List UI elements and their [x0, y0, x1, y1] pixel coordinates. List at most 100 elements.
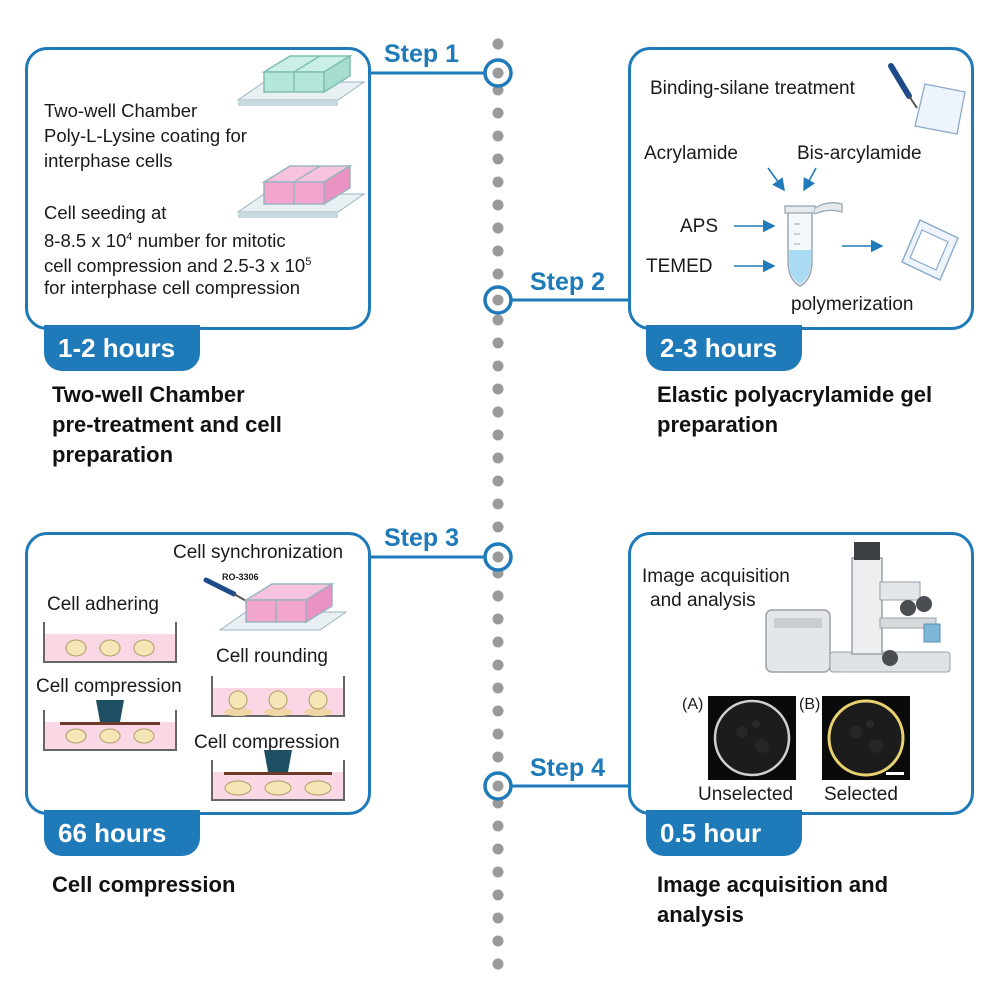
- timeline-dot: [492, 383, 504, 395]
- two-well-chamber-pink-icon: [236, 164, 366, 218]
- timeline-dots: [492, 38, 504, 970]
- step-2-duration-badge: 2-3 hours: [646, 325, 802, 371]
- step-1-marker: [483, 58, 513, 88]
- timeline-dot: [492, 475, 504, 487]
- timeline-dot: [492, 613, 504, 625]
- step-1-duration-badge: 1-2 hours: [44, 325, 200, 371]
- polymerization-label: polymerization: [791, 294, 914, 315]
- bis-acrylamide-arrow: [803, 167, 817, 192]
- timeline-dot: [492, 314, 504, 326]
- two-well-chamber-empty-icon: [236, 54, 366, 106]
- binding-silane-label: Binding-silane treatment: [650, 78, 855, 99]
- timeline-dot: [492, 245, 504, 257]
- step-1-seeding-line-4: for interphase cell compression: [44, 277, 301, 298]
- step-1-seeding-line-2: 8-8.5 x 104 number for mitotic: [44, 225, 286, 253]
- bis-acrylamide-label: Bis-arcylamide: [797, 143, 922, 164]
- step-3-heading-line-1: Cell compression: [52, 872, 236, 897]
- timeline-dot: [492, 958, 504, 970]
- timeline-dot: [492, 843, 504, 855]
- acrylamide-arrow: [767, 167, 785, 192]
- step-4-label: Step 4: [530, 754, 606, 782]
- timeline-dot: [492, 429, 504, 441]
- timeline-dot: [492, 38, 504, 50]
- timeline-dot: [492, 636, 504, 648]
- cell-adhering-dish-icon: [43, 622, 177, 663]
- timeline-dot: [492, 820, 504, 832]
- cell-compression-left-label: Cell compression: [36, 676, 182, 697]
- step-4-panel: [628, 532, 974, 815]
- step-3-label: Step 3: [384, 524, 460, 552]
- timeline-dot: [492, 268, 504, 280]
- timeline-dot: [492, 130, 504, 142]
- step-1-heading-line-3: preparation: [52, 442, 174, 467]
- timeline-dot: [492, 682, 504, 694]
- cell-synchronization-label: Cell synchronization: [173, 542, 344, 563]
- selected-nucleus-image: [822, 696, 910, 780]
- timeline-dot: [492, 360, 504, 372]
- timeline-dot: [492, 222, 504, 234]
- timeline-dot: [492, 590, 504, 602]
- timeline-dot: [492, 337, 504, 349]
- timeline-dot: [492, 498, 504, 510]
- seeding-exponent-mitotic: 4: [126, 231, 133, 243]
- step-2-marker: [483, 285, 513, 315]
- timeline-dot: [492, 452, 504, 464]
- step-2-heading-line-1: Elastic polyacrylamide gel: [657, 382, 933, 407]
- cell-compression-right-dish-icon: [211, 750, 345, 801]
- acrylamide-label: Acrylamide: [644, 143, 738, 164]
- step-3-marker: [483, 542, 513, 572]
- step-1-heading-line-1: Two-well Chamber: [52, 382, 245, 407]
- seeding-number-mitotic-rest: number for mitotic: [132, 230, 286, 252]
- unselected-label: Unselected: [698, 784, 794, 805]
- timeline-dot: [492, 107, 504, 119]
- timeline-dot: [492, 866, 504, 878]
- timeline-dot: [492, 176, 504, 188]
- cell-rounding-label: Cell rounding: [216, 646, 328, 667]
- aps-label: APS: [680, 216, 719, 237]
- eppendorf-tube-icon: [784, 202, 843, 287]
- timeline-dot: [492, 199, 504, 211]
- gel-square-icon: [901, 219, 959, 281]
- cell-compression-left-dish-icon: [43, 700, 177, 751]
- scale-bar: [886, 772, 904, 775]
- cell-adhering-label: Cell adhering: [47, 594, 159, 615]
- microscope-icon: [765, 542, 951, 673]
- timeline-dot: [492, 728, 504, 740]
- step-2-label: Step 2: [530, 268, 606, 296]
- unselected-nucleus-image: [708, 696, 796, 780]
- synchronization-chamber-icon: [203, 577, 348, 631]
- ro-3306-label: RO-3306: [222, 572, 259, 582]
- timeline-dot: [492, 751, 504, 763]
- image-b-label: (B): [799, 696, 821, 713]
- timeline-dot: [492, 912, 504, 924]
- timeline-dot: [492, 935, 504, 947]
- gel-preparation-arrows: [734, 167, 959, 287]
- seeding-number-mitotic: 8-8.5 x 10: [44, 230, 127, 252]
- step-4-heading-line-1: Image acquisition and: [657, 872, 889, 897]
- seeding-exponent-interphase: 5: [305, 256, 312, 268]
- timeline-dot: [492, 153, 504, 165]
- step-1-text-line-2: Poly-L-Lysine coating for: [44, 125, 247, 146]
- seeding-number-interphase: cell compression and 2.5-3 x 10: [44, 255, 306, 277]
- step-1-seeding-line-1: Cell seeding at: [44, 202, 167, 223]
- step-1-text-line-3: interphase cells: [44, 150, 173, 171]
- acquisition-label-line-1: Image acquisition: [642, 566, 790, 587]
- step-4-marker: [483, 771, 513, 801]
- temed-label: TEMED: [646, 256, 713, 277]
- step-3-duration-badge: 66 hours: [44, 810, 200, 856]
- timeline-dot: [492, 705, 504, 717]
- pipette-icon: [888, 63, 966, 135]
- step-1-seeding-line-3: cell compression and 2.5-3 x 105: [44, 250, 311, 278]
- acquisition-label-line-2: and analysis: [650, 590, 756, 611]
- cell-rounding-dish-icon: [211, 676, 345, 717]
- step-4-duration-badge: 0.5 hour: [646, 810, 802, 856]
- selected-label: Selected: [824, 784, 898, 805]
- image-a-label: (A): [682, 696, 704, 713]
- step-1-heading-line-2: pre-treatment and cell: [52, 412, 282, 437]
- step-2-heading-line-2: preparation: [657, 412, 779, 437]
- step-1-label: Step 1: [384, 40, 460, 68]
- timeline-dot: [492, 521, 504, 533]
- step-1-text-line-1: Two-well Chamber: [44, 100, 198, 121]
- cell-compression-right-label: Cell compression: [194, 732, 340, 753]
